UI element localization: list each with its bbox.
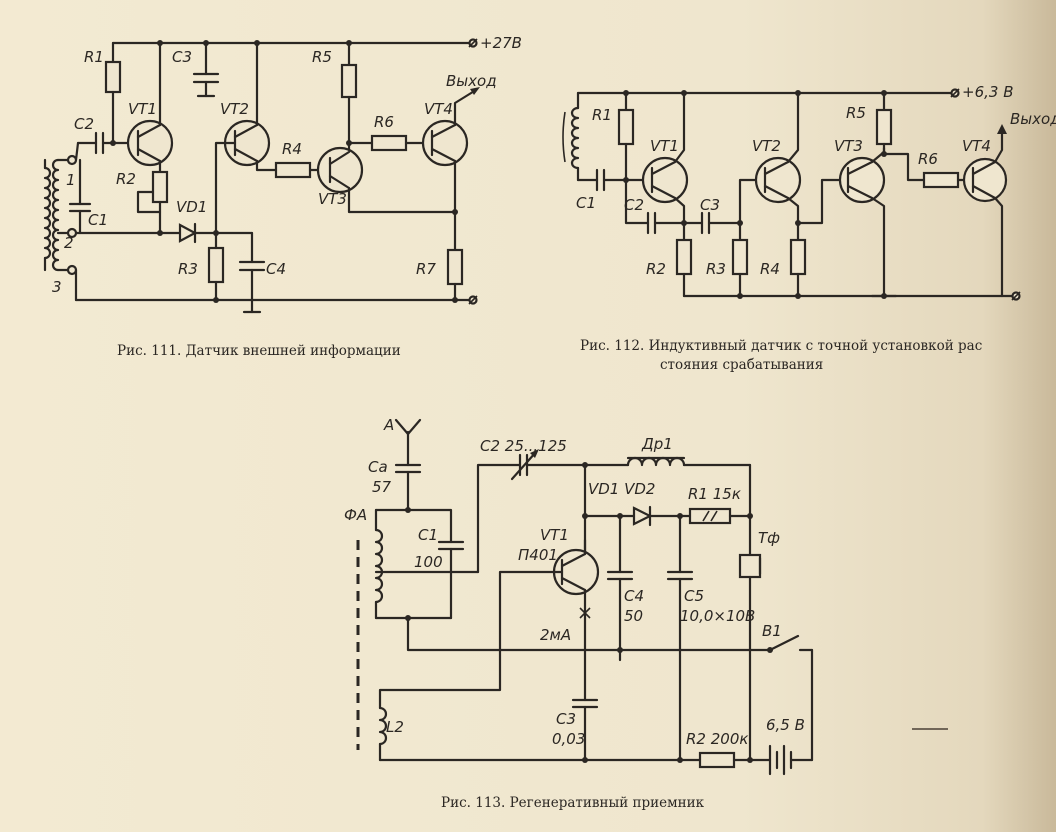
fig111-r5-label: R5 <box>312 48 332 66</box>
fig113-fa-label: ФА <box>344 506 367 524</box>
fig111-output-label: Выход <box>446 72 497 90</box>
fig111-term2-label: 2 <box>64 234 74 252</box>
fig113-r2 <box>698 751 736 769</box>
fig113-c5-label: C5 <box>684 587 704 605</box>
fig111-r7 <box>446 248 464 286</box>
fig111-caption: Рис. 111. Датчик внешней информации <box>117 343 401 359</box>
fig112-c3-label: C3 <box>700 196 720 214</box>
fig111-vd1 <box>178 223 198 243</box>
fig111-vt3 <box>316 146 364 194</box>
fig113-vt1-label: VT1 <box>540 526 569 544</box>
fig111-term3-label: 3 <box>52 278 62 296</box>
fig113-l2-label: L2 <box>386 718 404 736</box>
fig112-r3 <box>731 238 749 276</box>
fig113-vt1-type: П401 <box>518 546 558 564</box>
fig113-vd2 <box>632 506 653 526</box>
fig112-c1-label: C1 <box>576 194 596 212</box>
figure-113: A Ca 57 ФА C1 100 C2 25...125 <box>344 416 814 811</box>
fig112-vt1 <box>641 156 689 204</box>
fig112-vt4-label: VT4 <box>962 137 991 155</box>
fig111-r1 <box>104 60 122 94</box>
fig112-r4 <box>789 238 807 276</box>
fig111-vt4-label: VT4 <box>424 100 453 118</box>
fig111-r4-label: R4 <box>282 140 302 158</box>
fig113-caption: Рис. 113. Регенеративный приемник <box>441 795 705 811</box>
fig111-r4 <box>274 161 312 179</box>
fig112-r6 <box>922 171 960 189</box>
fig112-vt1-label: VT1 <box>650 137 679 155</box>
fig112-r1 <box>617 108 635 146</box>
fig111-r2-label: R2 <box>116 170 136 188</box>
fig113-ca-value: 57 <box>372 478 392 496</box>
fig111-r6-label: R6 <box>374 113 394 131</box>
fig111-vt2-label: VT2 <box>220 100 249 118</box>
fig112-vt2 <box>754 156 802 204</box>
fig112-r6-label: R6 <box>918 150 938 168</box>
fig113-c1-value: 100 <box>414 553 443 571</box>
fig111-r5 <box>340 63 358 99</box>
figure-111: +27В R1 C3 C2 VT1 R2 <box>43 34 522 359</box>
fig112-supply-label: +6,3 В <box>962 83 1013 101</box>
fig112-r2-label: R2 <box>646 260 666 278</box>
figure-112: +6,3 В C1 R1 C2 VT1 <box>562 83 1056 373</box>
fig113-headphone <box>738 553 762 579</box>
fig111-vt4 <box>421 119 469 167</box>
fig112-r3-label: R3 <box>706 260 726 278</box>
fig113-r1 <box>688 507 732 525</box>
fig112-vt3 <box>838 156 886 204</box>
fig111-r3 <box>207 246 225 284</box>
fig111-c4-label: C4 <box>266 260 286 278</box>
fig113-current-label: 2мА <box>540 626 571 644</box>
fig113-ca-label: Ca <box>368 458 388 476</box>
fig112-c2-label: C2 <box>624 196 644 214</box>
fig113-antenna-label: A <box>383 416 394 434</box>
fig111-r7-label: R7 <box>416 260 436 278</box>
fig111-c3-label: C3 <box>172 48 192 66</box>
fig113-vd-label: VD1 VD2 <box>588 480 655 498</box>
fig112-r1-label: R1 <box>592 106 612 124</box>
fig111-vt1 <box>126 119 174 167</box>
fig113-c5-value: 10,0×10В <box>680 607 755 625</box>
fig112-caption-line2: стояния срабатывания <box>660 357 823 373</box>
fig111-vd1-label: VD1 <box>176 198 207 216</box>
fig112-r5 <box>875 108 893 146</box>
fig112-output-label: Выход <box>1010 110 1056 128</box>
fig113-r1-label: R1 15к <box>688 485 741 503</box>
fig112-r4-label: R4 <box>760 260 780 278</box>
fig111-term1-label: 1 <box>66 171 76 189</box>
fig113-c3-label: C3 <box>556 710 576 728</box>
fig112-r5-label: R5 <box>846 104 866 122</box>
fig111-c1-label: C1 <box>88 211 108 229</box>
fig111-r3-label: R3 <box>178 260 198 278</box>
fig111-r1-label: R1 <box>84 48 104 66</box>
fig113-c3-value: 0,03 <box>552 730 585 748</box>
fig113-dr1-label: Др1 <box>641 435 673 453</box>
fig113-c4-value: 50 <box>624 607 643 625</box>
fig113-tf-label: Тф <box>758 529 780 547</box>
fig113-c2-label: C2 25...125 <box>480 437 567 455</box>
fig112-vt4 <box>962 157 1008 203</box>
fig113-battery-label: 6,5 В <box>766 716 805 734</box>
fig111-vt1-label: VT1 <box>128 100 157 118</box>
fig112-r2 <box>675 238 693 276</box>
fig113-c4-label: C4 <box>624 587 644 605</box>
fig111-vt3-label: VT3 <box>318 190 347 208</box>
fig113-b1-label: В1 <box>762 622 782 640</box>
fig113-r2-label: R2 200к <box>686 730 748 748</box>
fig113-c1-label: C1 <box>418 526 438 544</box>
fig112-caption-line1: Рис. 112. Индуктивный датчик с точной ус… <box>580 338 982 354</box>
fig112-vt3-label: VT3 <box>834 137 863 155</box>
fig112-vt2-label: VT2 <box>752 137 781 155</box>
fig111-c2-label: C2 <box>74 115 94 133</box>
fig111-supply-label: +27В <box>480 34 522 52</box>
fig111-r6 <box>370 134 408 152</box>
fig111-r2 <box>151 170 169 204</box>
